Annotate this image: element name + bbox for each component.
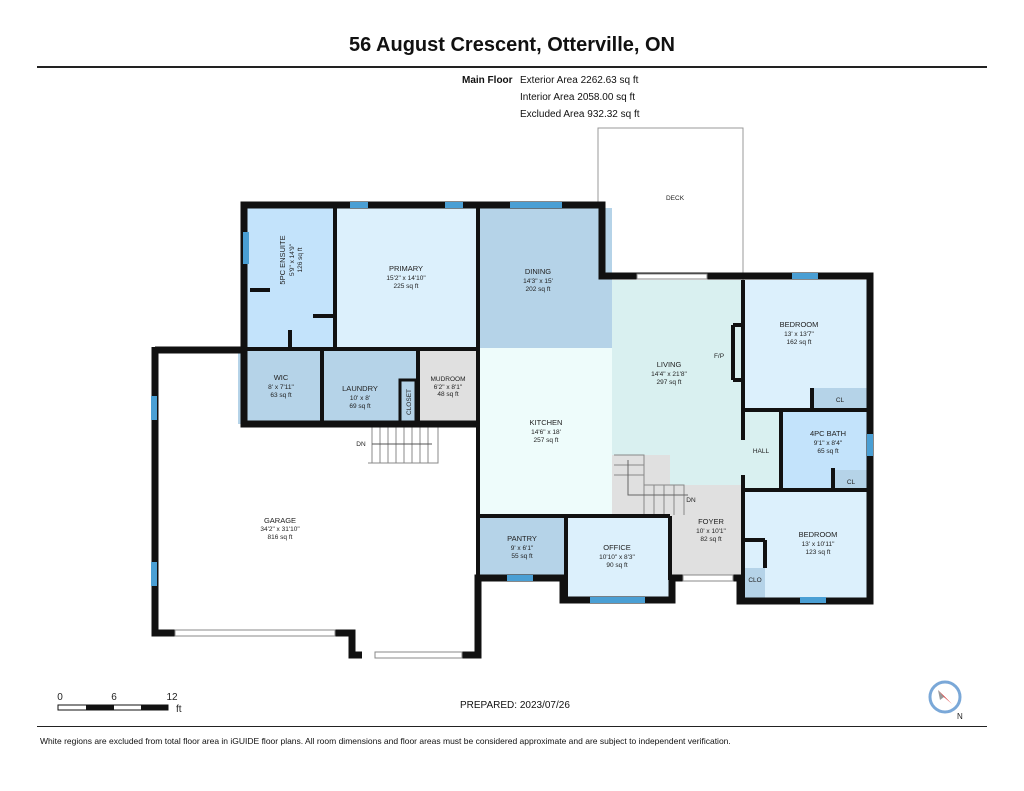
svg-text:6: 6 [111, 692, 117, 703]
scale-bar: 0 6 12 ft [57, 692, 182, 715]
room-closet-2 [835, 470, 867, 490]
excluded-area: Excluded Area 932.32 sq ft [520, 109, 640, 120]
room-living [612, 280, 745, 487]
room-ensuite [247, 208, 335, 348]
label-garage-dn: DN [356, 441, 366, 448]
label-stairs-dn: DN [686, 497, 696, 504]
room-kitchen [480, 348, 612, 516]
label-closet-2: CL [847, 479, 856, 486]
exterior-area: Exterior Area 2262.63 sq ft [520, 75, 639, 86]
dims-4pc-bath: 9'1" x 8'4" [814, 440, 843, 447]
dims-foyer: 10' x 10'1" [696, 528, 726, 535]
label-clo: CLO [748, 577, 761, 584]
area-kitchen: 257 sq ft [534, 437, 559, 444]
room-dining [480, 208, 612, 348]
area-mudroom: 48 sq ft [437, 391, 459, 398]
svg-text:5'9" x 14'9": 5'9" x 14'9" [289, 243, 296, 276]
room-foyer [612, 455, 745, 578]
dims-kitchen: 14'6" x 18' [531, 429, 561, 436]
area-primary: 225 sq ft [394, 283, 419, 290]
label-primary: PRIMARY [389, 264, 423, 273]
area-4pc-bath: 65 sq ft [817, 448, 839, 455]
doors-openings [174, 273, 734, 659]
label-dining: DINING [525, 267, 551, 276]
svg-text:N: N [957, 712, 963, 721]
label-closet-1: CL [836, 397, 845, 404]
room-hall [745, 410, 781, 490]
deck-outline [597, 127, 744, 282]
label-bedroom-1: BEDROOM [780, 320, 819, 329]
label-fireplace: F/P [714, 353, 724, 360]
prepared-date: PREPARED: 2023/07/26 [460, 700, 570, 711]
room-pantry [480, 517, 566, 575]
dims-mudroom: 6'2" x 8'1" [434, 384, 463, 391]
area-dining: 202 sq ft [526, 286, 551, 293]
room-closet-1 [812, 388, 867, 410]
room-wic [238, 350, 322, 424]
label-deck: DECK [666, 195, 685, 202]
dims-office: 10'10" x 8'3" [599, 554, 635, 561]
label-laundry: LAUNDRY [342, 384, 378, 393]
area-summary: Main Floor Exterior Area 2262.63 sq ft In… [462, 72, 640, 123]
interior-area: Interior Area 2058.00 sq ft [520, 92, 636, 103]
svg-text:12: 12 [166, 692, 178, 703]
area-foyer: 82 sq ft [700, 536, 722, 543]
header-divider [37, 66, 987, 68]
area-bedroom-2: 123 sq ft [806, 549, 831, 556]
svg-text:0: 0 [57, 692, 63, 703]
label-wic: WIC [274, 373, 289, 382]
area-bedroom-1: 162 sq ft [787, 339, 812, 346]
footer-divider [37, 726, 987, 727]
interior-walls [244, 208, 868, 600]
dims-bedroom-2: 13' x 10'11" [802, 541, 836, 548]
label-pantry: PANTRY [507, 534, 537, 543]
dims-primary: 15'2" x 14'10" [386, 275, 426, 282]
dims-dining: 14'3" x 15' [523, 278, 553, 285]
label-mudroom: MUDROOM [430, 376, 465, 383]
area-living: 297 sq ft [657, 379, 682, 386]
room-office [567, 517, 670, 597]
disclaimer: White regions are excluded from total fl… [40, 736, 731, 746]
area-laundry: 69 sq ft [349, 403, 371, 410]
dims-garage: 34'2" x 31'10" [260, 526, 300, 533]
dims-bedroom-1: 13' x 13'7" [784, 331, 814, 338]
area-wic: 63 sq ft [270, 392, 292, 399]
label-bedroom-2: BEDROOM [799, 530, 838, 539]
compass-icon: N [928, 680, 963, 721]
room-clo [745, 568, 765, 598]
svg-text:ft: ft [176, 704, 182, 715]
label-ensuite: 5PC ENSUITE 5'9" x 14'9" 126 sq ft [278, 235, 304, 284]
dims-laundry: 10' x 8' [350, 395, 370, 402]
label-garage: GARAGE [264, 516, 296, 525]
dims-pantry: 9' x 6'1" [511, 545, 534, 552]
svg-text:5PC ENSUITE: 5PC ENSUITE [278, 235, 287, 284]
area-pantry: 55 sq ft [511, 553, 533, 560]
label-foyer: FOYER [698, 517, 724, 526]
area-garage: 816 sq ft [268, 534, 293, 541]
room-primary [335, 208, 480, 348]
dims-wic: 8' x 7'11" [268, 384, 294, 391]
label-hall: HALL [753, 448, 770, 455]
label-closet: CLOSET [406, 389, 413, 415]
floor-name: Main Floor [462, 75, 513, 86]
stairs-garage [368, 426, 439, 464]
room-mudroom [418, 350, 478, 424]
label-kitchen: KITCHEN [530, 418, 563, 427]
label-office: OFFICE [603, 543, 631, 552]
page-title: 56 August Crescent, Otterville, ON [348, 34, 675, 56]
area-office: 90 sq ft [606, 562, 628, 569]
windows [151, 202, 873, 603]
dims-living: 14'4" x 21'8" [651, 371, 687, 378]
stairs-foyer [614, 454, 688, 515]
label-living: LIVING [657, 360, 682, 369]
svg-text:126 sq ft: 126 sq ft [297, 247, 304, 272]
label-4pc-bath: 4PC BATH [810, 429, 846, 438]
